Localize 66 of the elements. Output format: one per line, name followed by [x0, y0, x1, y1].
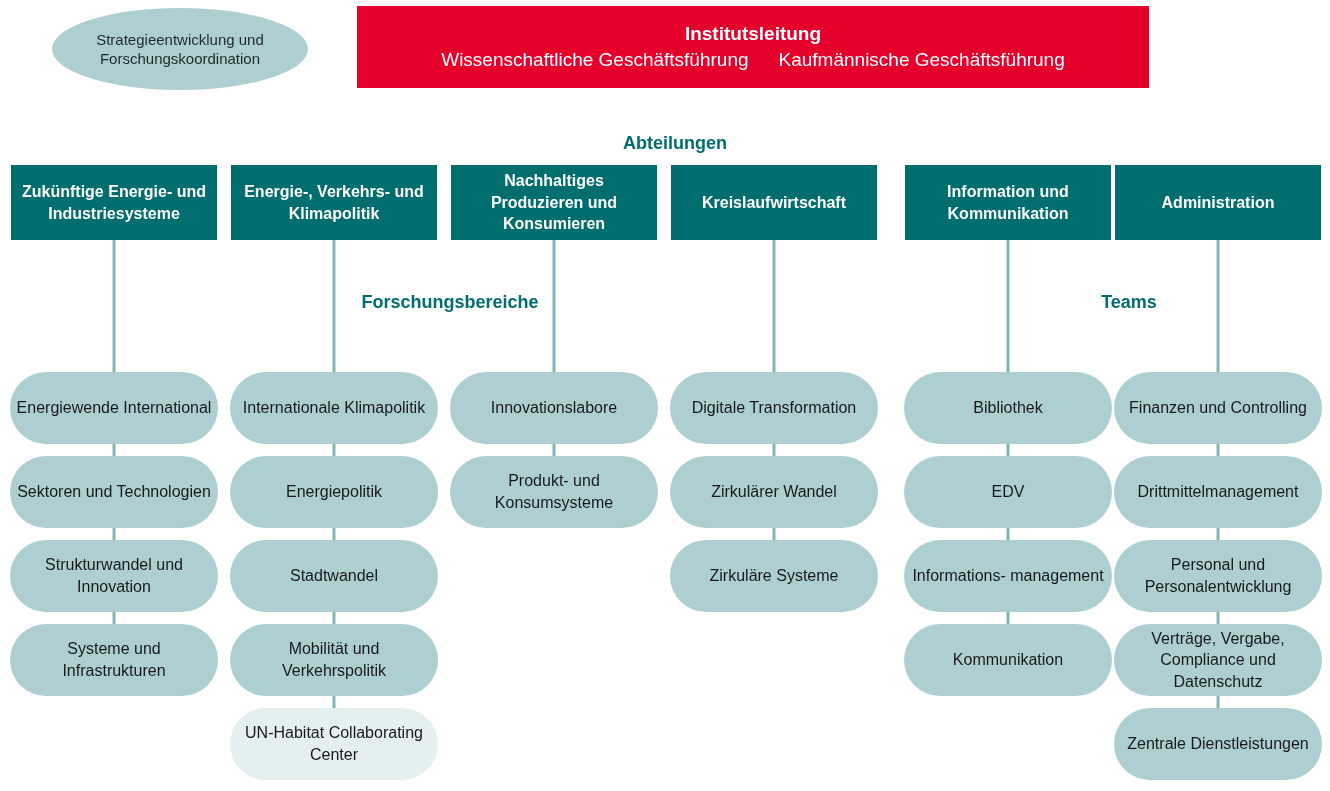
leadership-role: Kaufmännische Geschäftsführung	[778, 49, 1065, 71]
connector-line	[1006, 240, 1010, 372]
unit-name: EDV	[991, 482, 1025, 503]
department-name: Energie-, Verkehrs- und Klimapolitik	[243, 181, 425, 224]
connector-line	[552, 444, 556, 456]
department-box	[905, 165, 1111, 240]
connector-line	[332, 240, 336, 372]
unit-name: Zentrale Dienstleistungen	[1127, 734, 1309, 755]
department-box	[671, 165, 877, 240]
unit-name: Verträge, Vergabe, Compliance und Datenschutz	[1150, 628, 1286, 692]
connector-line	[1006, 528, 1010, 540]
connector-line	[112, 612, 116, 624]
unit-name: Stadtwandel	[289, 566, 379, 587]
connector-line	[1216, 240, 1220, 372]
connector-line	[1216, 612, 1220, 624]
box-title: Institutsleitung	[684, 23, 822, 45]
unit-name: Zirkuläre Systeme	[709, 566, 839, 587]
connector-line	[1006, 444, 1010, 456]
unit-name: Internationale Klimapolitik	[242, 398, 426, 419]
unit-name: Systeme und Infrastrukturen	[61, 639, 167, 681]
unit-name: Innovationslabore	[490, 398, 618, 419]
section-heading: Forschungsbereiche	[361, 291, 539, 313]
unit-name: Bibliothek	[973, 398, 1043, 419]
department-box	[231, 165, 437, 240]
connector-line	[112, 240, 116, 372]
unit-name: Produkt- und Konsumsysteme	[493, 471, 615, 513]
connector-line	[332, 612, 336, 624]
connector-line	[1006, 612, 1010, 624]
unit-name: UN-Habitat Collaborating Center	[244, 723, 424, 765]
connector-line	[332, 444, 336, 456]
department-name: Kreislaufwirtschaft	[701, 192, 846, 213]
leadership-role: Wissenschaftliche Geschäftsführung	[441, 49, 749, 71]
leadership-box	[357, 6, 1149, 88]
connector-line	[772, 444, 776, 456]
unit-name: Kommunikation	[952, 650, 1064, 671]
department-name: Information und Kommunikation	[946, 181, 1070, 224]
connector-line	[772, 528, 776, 540]
department-box	[11, 165, 217, 240]
unit-name: Finanzen und Controlling	[1129, 398, 1307, 419]
unit-name: Mobilität und Verkehrspolitik	[280, 639, 387, 681]
connector-line	[552, 240, 556, 372]
department-name: Administration	[1161, 192, 1275, 213]
section-heading: Teams	[1101, 291, 1157, 313]
department-name: Zukünftige Energie- und Industriesysteme	[21, 181, 207, 224]
unit-name: Strategieentwicklung und Forschungskoordination	[95, 29, 265, 69]
connector-line	[332, 528, 336, 540]
unit-name: Informations- management	[912, 566, 1104, 587]
unit-name: Drittmittelmanagement	[1137, 482, 1299, 503]
connector-line	[1216, 528, 1220, 540]
department-box	[451, 165, 657, 240]
department-box	[1115, 165, 1321, 240]
unit-name: Zirkulärer Wandel	[711, 482, 837, 503]
connector-line	[772, 240, 776, 372]
connector-line	[1216, 444, 1220, 456]
unit-name: Strukturwandel und Innovation	[44, 555, 184, 597]
connector-line	[1216, 696, 1220, 708]
connector-line	[112, 528, 116, 540]
connector-line	[332, 696, 336, 708]
unit-name: Energiewende International	[16, 398, 212, 419]
unit-name: Sektoren und Technologien	[17, 482, 211, 503]
section-heading: Abteilungen	[623, 132, 727, 154]
unit-name: Personal und Personalentwicklung	[1143, 555, 1293, 597]
unit-name: Energiepolitik	[285, 482, 383, 503]
unit-name: Digitale Transformation	[691, 398, 857, 419]
connector-line	[112, 444, 116, 456]
department-name: Nachhaltiges Produzieren und Konsumieren	[489, 171, 619, 235]
